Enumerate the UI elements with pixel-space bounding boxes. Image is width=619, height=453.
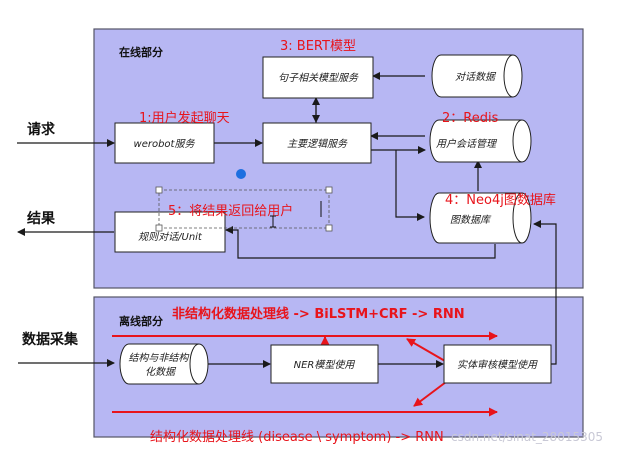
node-entity-review: 实体审核模型使用 <box>443 344 552 384</box>
node-ner: NER模型使用 <box>270 344 379 384</box>
edges-offline <box>18 220 557 368</box>
annotation-step4: 4：Neo4j图数据库 <box>445 192 556 208</box>
edges-online <box>17 72 496 259</box>
node-struct-unstruct: 结构与非结构 化数据 <box>119 343 209 385</box>
watermark: csdn.net/sinat_28015305 <box>451 430 603 444</box>
node-dialog-data: 对话数据 <box>431 54 523 98</box>
edge-entity-graphdb <box>533 220 557 365</box>
node-dialog-data-label: 对话数据 <box>455 71 497 83</box>
request-label: 请求 <box>27 121 56 138</box>
annotation-step3: 3: BERT模型 <box>280 39 356 54</box>
node-graph-db-label: 图数据库 <box>450 214 492 226</box>
node-main-logic: 主要逻辑服务 <box>262 122 372 164</box>
selection-handle-bl[interactable] <box>155 224 163 232</box>
node-werobot-label: werobot服务 <box>134 138 196 150</box>
selection-handle-tl[interactable] <box>155 186 163 194</box>
node-user-session-label: 用户会话管理 <box>436 138 498 150</box>
node-struct-unstruct-label: 结构与非结构 化数据 <box>128 352 191 378</box>
offline-section-title: 离线部分 <box>119 314 163 328</box>
node-entity-review-label: 实体审核模型使用 <box>457 359 538 371</box>
node-sentence-model: 句子相关模型服务 <box>262 56 374 99</box>
node-rule-dialog-label: 规则对话/Unit <box>138 231 203 243</box>
annotation-step5: 5：将结果返回给用户 <box>168 203 293 219</box>
cursor-dot <box>236 169 246 179</box>
selection-handle-br[interactable] <box>325 224 333 232</box>
step5-selection-box[interactable]: 5：将结果返回给用户 <box>155 186 333 232</box>
edge-graphdb-rule <box>225 226 496 259</box>
result-label: 结果 <box>27 210 56 227</box>
node-werobot: werobot服务 <box>114 122 215 164</box>
node-graph-db: 图数据库 <box>429 192 532 244</box>
edge-main-graphdb <box>395 150 425 221</box>
annotation-step2: 2：Redis <box>442 111 499 126</box>
selection-handle-tr[interactable] <box>325 186 333 194</box>
data-collect-label: 数据采集 <box>22 331 79 348</box>
node-ner-label: NER模型使用 <box>294 359 356 371</box>
unstructured-pipeline-label: 非结构化数据处理线 -> BiLSTM+CRF -> RNN <box>172 306 465 322</box>
node-main-logic-label: 主要逻辑服务 <box>287 138 348 150</box>
annotation-step1: 1:用户发起聊天 <box>139 110 230 126</box>
node-user-session: 用户会话管理 <box>429 119 532 163</box>
node-rule-dialog: 规则对话/Unit <box>114 211 226 253</box>
structured-pipeline-label: 结构化数据处理线 (disease \ symptom) -> RNN <box>150 430 444 445</box>
text-cursor-icon <box>270 215 276 228</box>
online-section-title: 在线部分 <box>119 45 163 59</box>
node-sentence-model-label: 句子相关模型服务 <box>278 72 359 84</box>
pipeline-diagonal-upper <box>406 338 446 362</box>
red-pipeline-lines <box>112 331 498 417</box>
pipeline-diagonal-lower <box>413 381 447 407</box>
